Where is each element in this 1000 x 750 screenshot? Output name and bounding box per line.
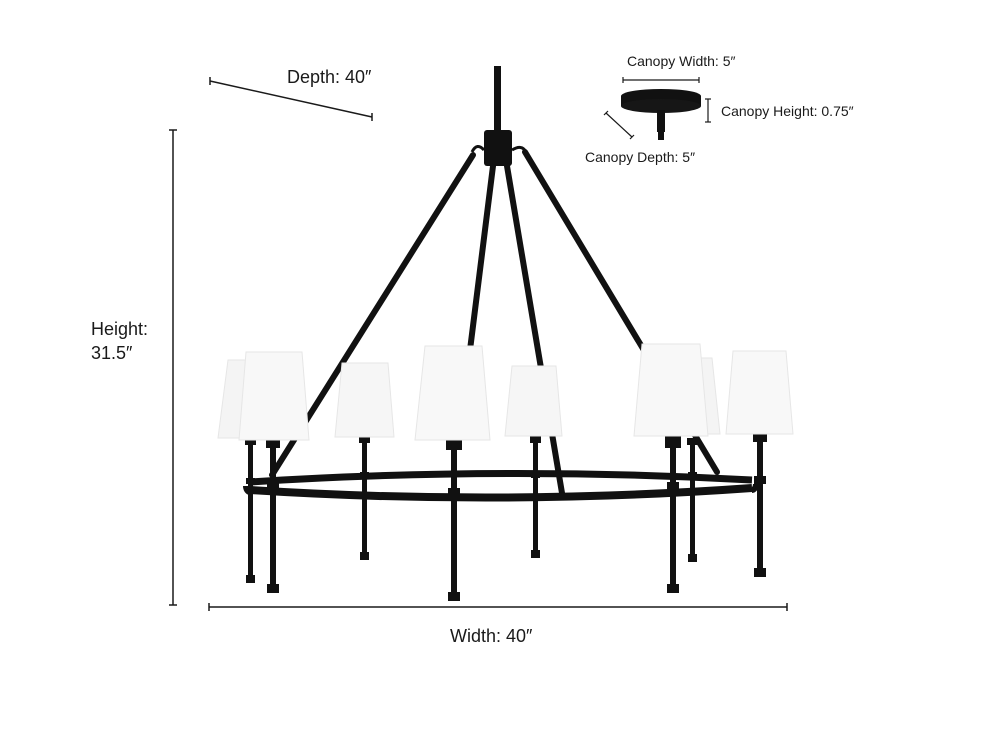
canopy-depth-line <box>603 110 635 140</box>
canopy-plate <box>621 89 701 140</box>
lamp-shade <box>238 351 310 441</box>
depth-label: Depth: 40″ <box>287 67 372 87</box>
lamp-shade <box>334 362 395 438</box>
height-label-line2: 31.5″ <box>91 343 133 363</box>
canopy-width-line <box>622 77 700 83</box>
width-dimension-line <box>208 603 788 611</box>
lamp-shade <box>414 345 491 441</box>
canopy-height-label: Canopy Height: 0.75″ <box>721 103 854 119</box>
lamp-shade <box>633 343 709 437</box>
canopy-height-line <box>705 98 711 123</box>
chandelier-fixture <box>217 66 794 601</box>
height-label-line1: Height: <box>91 319 149 339</box>
lamp-shade <box>725 350 794 435</box>
canopy-inset <box>603 77 711 140</box>
lamp-shade <box>504 365 563 437</box>
canopy-depth-label: Canopy Depth: 5″ <box>585 149 696 165</box>
canopy-width-label: Canopy Width: 5″ <box>627 53 736 69</box>
width-label: Width: 40″ <box>450 626 533 646</box>
depth-dimension-line <box>209 77 373 121</box>
height-dimension-line <box>169 129 177 606</box>
